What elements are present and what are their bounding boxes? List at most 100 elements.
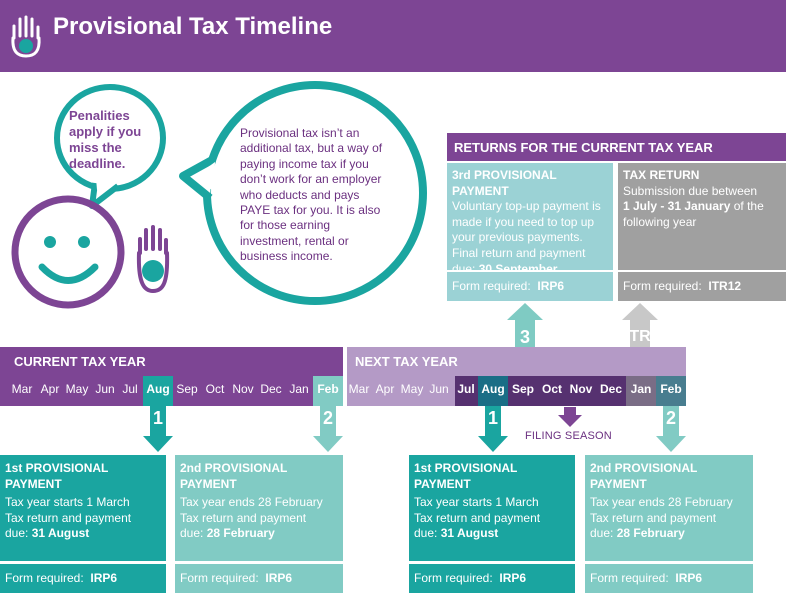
month-label: May: [400, 382, 424, 396]
month-label-highlight: Aug: [478, 376, 508, 406]
form-name: IRP6: [675, 571, 703, 585]
payment-title: 1st PROVISIONAL PAYMENT: [5, 461, 109, 491]
month-label: Jul: [457, 382, 475, 396]
payment-title: 1st PROVISIONAL PAYMENT: [414, 461, 518, 491]
month-label: May: [65, 382, 89, 396]
month-label: Jun: [95, 382, 115, 396]
payment-card: 1st PROVISIONAL PAYMENT Tax year starts …: [0, 455, 166, 561]
penalty-note: Penalities apply if you miss the deadlin…: [69, 108, 142, 171]
month-label: Dec: [599, 382, 622, 396]
payment-line: Tax return and payment: [414, 510, 541, 525]
payment-due-label: due:: [5, 526, 29, 541]
payment-form-row: Form required: IRP6: [0, 564, 166, 593]
month-label: Nov: [232, 382, 254, 396]
payment-line: Tax year starts 1 March: [5, 495, 130, 510]
month-label: Jul: [122, 382, 138, 396]
month-label: Sep: [176, 382, 198, 396]
provisional-tax-explanation: Provisional tax isn’t an additional tax,…: [240, 126, 383, 264]
step-1-label: 1: [487, 408, 498, 428]
month-label-highlight: Feb: [313, 376, 343, 406]
form-label: Form required:: [180, 571, 259, 585]
tax-return-marker-label: TR: [629, 328, 651, 345]
form-name: IRP6: [265, 571, 293, 585]
month-label: Sep: [511, 382, 534, 396]
payment-due-label: due:: [180, 526, 204, 541]
form-label: Form required:: [414, 571, 493, 585]
up-arrow-icon: [622, 303, 658, 351]
payment-line: Tax year starts 1 March: [414, 495, 539, 510]
month-label-highlight: Feb: [656, 376, 686, 406]
down-arrow-icon: [478, 406, 508, 452]
tax-return-card: TAX RETURN Submission due between 1 July…: [618, 163, 786, 270]
payment-card: 2nd PROVISIONAL PAYMENT Tax year ends 28…: [175, 455, 343, 561]
month-label: Mar: [11, 382, 33, 396]
month-label-highlight: Aug: [143, 376, 173, 406]
step-1-label: 1: [152, 408, 163, 428]
header-bar: [0, 0, 786, 72]
step-2-label: 2: [665, 408, 676, 428]
payment-form-row: Form required: IRP6: [585, 564, 753, 593]
tax-return-range: 1 July - 31 January: [623, 199, 731, 214]
tax-return-text2: of the following year: [623, 199, 764, 229]
next-tax-year-heading: NEXT TAX YEAR: [347, 347, 686, 376]
raised-hand-icon: [11, 15, 41, 58]
step-3-label: 3: [519, 327, 530, 347]
payment-line: Tax year ends 28 February: [590, 495, 733, 510]
tax-return-form-row: Form required: ITR12: [618, 272, 786, 301]
payment-line: Tax return and payment: [5, 510, 132, 525]
payment-line: Tax return and payment: [180, 510, 307, 525]
month-label: Oct: [541, 382, 562, 396]
raised-hand-icon: [136, 225, 170, 293]
returns-heading: RETURNS FOR THE CURRENT TAX YEAR: [447, 133, 786, 161]
down-arrow-icon: [656, 406, 686, 452]
payment-due-date: 28 February: [206, 526, 275, 541]
down-arrow-icon: [313, 406, 343, 452]
payment-card: 2nd PROVISIONAL PAYMENT Tax year ends 28…: [585, 455, 753, 561]
month-label: Apr: [375, 382, 395, 396]
form-label: Form required:: [452, 279, 531, 293]
third-payment-title: 3rd PROVISIONAL PAYMENT: [452, 168, 557, 198]
down-arrow-icon: [143, 406, 173, 452]
month-label-highlight: Jan: [626, 376, 656, 406]
third-payment-card: 3rd PROVISIONAL PAYMENT Voluntary top-up…: [447, 163, 613, 276]
page-title: Provisional Tax Timeline: [53, 13, 333, 40]
payment-line: Tax year ends 28 February: [180, 495, 323, 510]
month-label: Mar: [348, 382, 370, 396]
up-arrow-icon: [507, 303, 543, 351]
form-name: ITR12: [708, 279, 742, 293]
month-label: Jan: [289, 382, 309, 396]
smiley-face-icon: [11, 195, 125, 309]
third-payment-text: Voluntary top-up payment is made if you …: [452, 199, 601, 276]
form-label: Form required:: [5, 571, 84, 585]
form-name: IRP6: [537, 279, 565, 293]
form-name: IRP6: [499, 571, 527, 585]
month-label: Jun: [429, 382, 449, 396]
form-name: IRP6: [90, 571, 118, 585]
step-2-label: 2: [322, 408, 333, 428]
payment-due-label: due:: [590, 526, 614, 541]
month-label: Oct: [205, 382, 225, 396]
month-label: Apr: [40, 382, 60, 396]
form-label: Form required:: [623, 279, 702, 293]
month-label: Dec: [260, 382, 282, 396]
filing-season-label: FILING SEASON: [525, 430, 612, 442]
form-label: Form required:: [590, 571, 669, 585]
payment-title: 2nd PROVISIONAL PAYMENT: [180, 461, 288, 491]
third-payment-form-row: Form required: IRP6: [447, 272, 613, 301]
month-label: Nov: [569, 382, 593, 396]
current-tax-year-heading: CURRENT TAX YEAR: [0, 347, 343, 376]
tax-return-title: TAX RETURN: [623, 168, 700, 182]
payment-title: 2nd PROVISIONAL PAYMENT: [590, 461, 698, 491]
payment-due-date: 31 August: [31, 526, 90, 541]
payment-due-date: 28 February: [616, 526, 685, 541]
speech-bubbles: [11, 81, 427, 309]
small-speech-bubble: [54, 84, 166, 209]
filing-season-arrow-icon: [558, 407, 582, 427]
tax-return-text: Submission due between: [623, 183, 758, 198]
large-speech-bubble: [179, 81, 427, 305]
payment-form-row: Form required: IRP6: [175, 564, 343, 593]
payment-card: 1st PROVISIONAL PAYMENT Tax year starts …: [409, 455, 575, 561]
payment-due-date: 31 August: [440, 526, 499, 541]
payment-due-label: due:: [414, 526, 438, 541]
next-year-months-early: [347, 376, 455, 406]
